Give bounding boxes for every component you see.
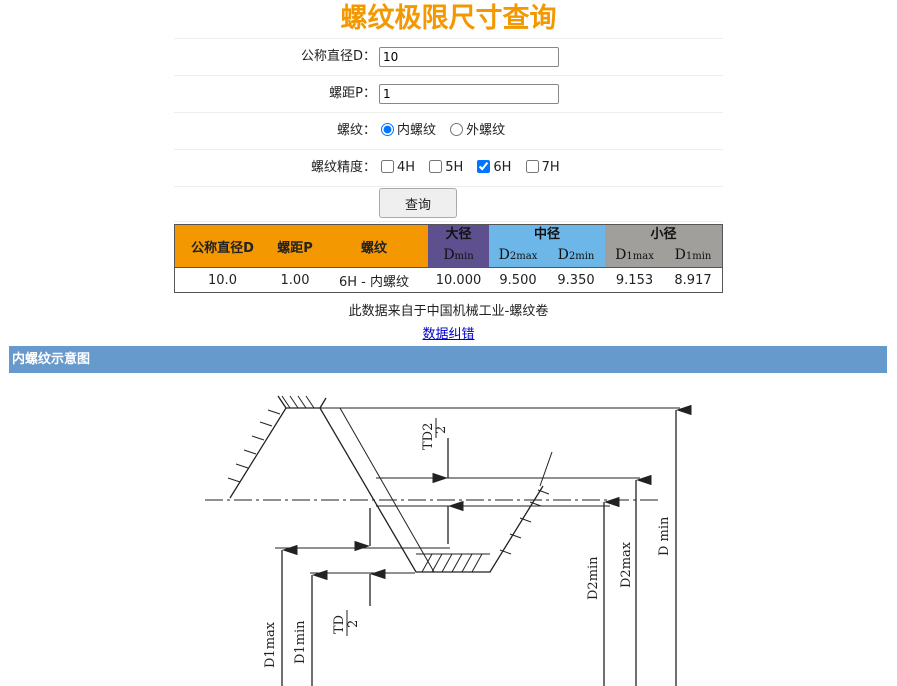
- button-row: 查询: [174, 187, 723, 222]
- td2-label: TD2: [421, 423, 436, 450]
- cell-mid-min: 9.350: [547, 267, 605, 293]
- dmin-label: D min: [657, 516, 672, 556]
- hatch-left: [227, 395, 315, 483]
- pitch-input[interactable]: [379, 83, 559, 104]
- diameter-input[interactable]: [379, 46, 559, 67]
- thread-internal-radio[interactable]: [381, 123, 394, 136]
- d2min-label: D2min: [586, 556, 601, 600]
- thread-diagram: TD2 2 TD 2 D1max D1min D2min D2max D min: [205, 395, 692, 686]
- header-mid-min: D2min: [547, 245, 605, 268]
- hatch-bottom: [416, 553, 490, 573]
- query-button[interactable]: 查询: [379, 188, 457, 218]
- diameter-row: 公称直径D：: [174, 39, 723, 76]
- header-minor-min: D1min: [664, 245, 723, 268]
- header-pitch: 螺距P: [270, 224, 320, 268]
- diameter-label: 公称直径D：: [300, 49, 376, 64]
- pitch-row: 螺距P：: [174, 76, 723, 113]
- cell-mid-max: 9.500: [489, 267, 547, 293]
- thread-internal-option[interactable]: 内螺纹: [379, 113, 436, 149]
- precision-row: 螺纹精度： 4H 5H 6H 7H: [174, 150, 723, 187]
- pitch-label: 螺距P：: [329, 86, 376, 101]
- header-minor: 小径: [605, 224, 723, 245]
- td-label: TD: [332, 615, 347, 634]
- header-middle: 中径: [489, 224, 605, 245]
- thread-external-radio[interactable]: [450, 123, 464, 136]
- correction-link[interactable]: 数据纠错: [422, 327, 475, 342]
- section-header: 内螺纹示意图: [9, 346, 887, 373]
- hatch-right: [499, 451, 553, 555]
- table-row: 10.0 1.00 6H - 内螺纹 10.000 9.500 9.350 9.…: [174, 267, 723, 293]
- td-denominator: 2: [346, 620, 361, 628]
- d1min-label: D1min: [293, 620, 308, 664]
- cell-minor-max: 9.153: [605, 267, 664, 293]
- header-thread: 螺纹: [320, 224, 428, 268]
- page-title: 螺纹极限尺寸查询: [174, 0, 723, 39]
- d2max-label: D2max: [619, 541, 634, 588]
- cell-diameter: 10.0: [174, 267, 270, 293]
- thread-type-row: 螺纹： 内螺纹 外螺纹: [174, 113, 723, 150]
- precision-label: 螺纹精度：: [310, 160, 376, 175]
- cell-pitch: 1.00: [270, 267, 320, 293]
- header-major: 大径: [428, 224, 489, 245]
- precision-4h-checkbox[interactable]: [381, 160, 394, 173]
- cell-major-min: 10.000: [428, 267, 489, 293]
- d1max-label: D1max: [263, 621, 278, 668]
- basic-profile: [339, 407, 435, 573]
- thread-profile-top: [277, 395, 327, 409]
- thread-profile: [229, 407, 544, 573]
- td2-denominator: 2: [434, 426, 449, 434]
- precision-6h-checkbox[interactable]: [477, 160, 491, 173]
- cell-thread: 6H - 内螺纹: [320, 267, 428, 293]
- thread-external-option[interactable]: 外螺纹: [448, 113, 505, 149]
- precision-5h-option[interactable]: 5H: [427, 150, 463, 186]
- precision-7h-option[interactable]: 7H: [524, 150, 560, 186]
- source-note: 此数据来自于中国机械工业-螺纹卷: [348, 304, 549, 319]
- query-form: 螺纹极限尺寸查询 公称直径D： 螺距P： 螺纹： 内螺纹 外螺纹 螺纹精度： 4…: [174, 0, 723, 222]
- header-major-min: Dmin: [428, 245, 489, 268]
- header-minor-max: D1max: [605, 245, 664, 268]
- precision-7h-checkbox[interactable]: [525, 160, 539, 173]
- header-diameter: 公称直径D: [174, 224, 270, 268]
- header-mid-max: D2max: [489, 245, 547, 268]
- cell-minor-min: 8.917: [664, 267, 723, 293]
- result-table: 公称直径D 螺距P 螺纹 大径 中径 小径 Dmin D2max D2min D…: [174, 224, 723, 293]
- precision-6h-option[interactable]: 6H: [475, 150, 511, 186]
- thread-type-label: 螺纹：: [336, 123, 376, 138]
- precision-5h-checkbox[interactable]: [429, 160, 443, 173]
- precision-4h-option[interactable]: 4H: [379, 150, 415, 186]
